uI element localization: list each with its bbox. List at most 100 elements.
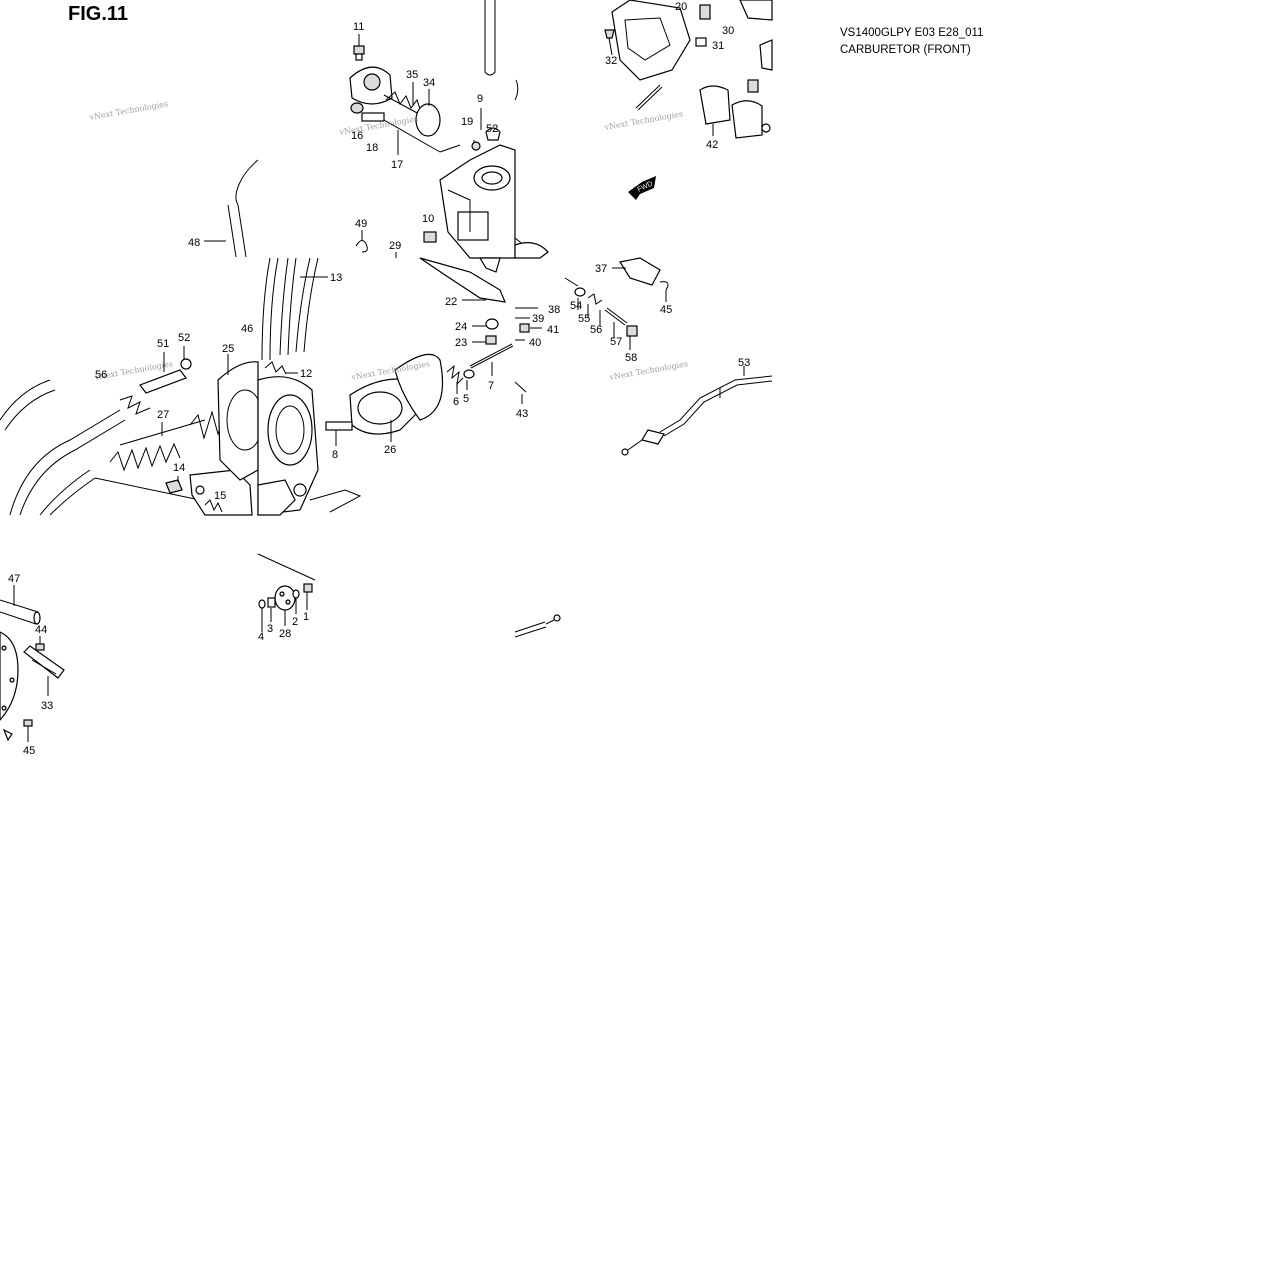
screw-45-bottom	[2, 719, 33, 742]
jet-16-18-17	[350, 102, 461, 155]
callout-labels: 11 20 30 31 32 35 34 9 19 52 16 18 17 42…	[8, 1, 750, 757]
watermark-text: vNext Technologies	[88, 99, 169, 122]
callout-34: 34	[423, 77, 435, 89]
screw-long	[635, 84, 663, 111]
needle-7	[469, 343, 514, 376]
fwd-arrow: FWD	[628, 176, 656, 200]
callout-7: 7	[488, 380, 494, 392]
spring-6-washer-5	[446, 364, 475, 394]
cap-set-28	[257, 553, 316, 632]
callout-32: 32	[605, 55, 617, 67]
callout-46: 46	[241, 323, 253, 335]
callout-27: 27	[157, 409, 169, 421]
callout-30: 30	[722, 25, 734, 37]
callout-17: 17	[391, 159, 403, 171]
callout-12: 12	[300, 368, 312, 380]
callout-57: 57	[610, 336, 622, 348]
figure-title: FIG.11	[68, 3, 129, 25]
callout-35: 35	[406, 69, 418, 81]
callout-13: 13	[330, 272, 342, 284]
cable-end-bottom	[514, 614, 561, 638]
callout-45: 45	[660, 304, 672, 316]
fuel-line-right-tile	[514, 79, 549, 259]
cover-spring-35-34	[349, 66, 441, 137]
callout-24: 24	[455, 321, 467, 333]
callout-42: 42	[706, 139, 718, 151]
callout-29: 29	[389, 240, 401, 252]
callout-10: 10	[422, 213, 434, 225]
screw-14	[165, 476, 183, 494]
callout-1: 1	[303, 611, 309, 623]
callout-40: 40	[529, 337, 541, 349]
callout-9: 9	[477, 93, 483, 105]
screw-32	[604, 29, 615, 56]
callout-22: 22	[445, 296, 457, 308]
float-42	[699, 79, 763, 139]
callout-14: 14	[173, 462, 185, 474]
callout-53: 53	[738, 357, 750, 369]
callout-41: 41	[547, 324, 559, 336]
callout-28: 28	[279, 628, 291, 640]
clip-49	[355, 230, 368, 253]
shaft-51-52	[119, 346, 192, 415]
callout-18: 18	[366, 142, 378, 154]
callout-39: 39	[532, 313, 544, 325]
hose-50-left	[0, 379, 126, 516]
callout-38: 38	[548, 304, 560, 316]
callout-23: 23	[455, 337, 467, 349]
callout-26: 26	[384, 444, 396, 456]
callout-43: 43	[516, 408, 528, 420]
rod-43	[514, 381, 527, 404]
callout-47: 47	[8, 573, 20, 585]
callout-31: 31	[712, 40, 724, 52]
cable-53	[621, 366, 773, 456]
callout-20: 20	[675, 1, 687, 13]
throttle-linkage-37-45	[612, 257, 669, 302]
bracket-22-24-23	[419, 257, 506, 345]
callout-50: 56	[95, 369, 107, 381]
figure-caption: CARBURETOR (FRONT)	[840, 44, 971, 56]
float-bowl-cover	[611, 0, 711, 81]
callout-55: 55	[578, 313, 590, 325]
callout-52: 52	[486, 123, 498, 135]
callout-16: 16	[351, 130, 363, 142]
watermark-text: vNext Technologies	[608, 359, 689, 382]
cover-left-bottom	[0, 631, 19, 721]
callout-19: 19	[461, 116, 473, 128]
screw-set-54-58	[564, 277, 638, 350]
callout-3: 3	[267, 623, 273, 635]
hose-47	[0, 585, 41, 625]
callout-54: 54	[570, 300, 582, 312]
screw-44	[35, 636, 45, 651]
figure-meta: VS1400GLPY E03 E28_011 CARBURETOR (FRONT…	[840, 25, 983, 59]
callout-49: 49	[355, 218, 367, 230]
callout-8: 8	[332, 449, 338, 461]
callout-37: 37	[595, 263, 607, 275]
callout-2: 2	[292, 616, 298, 628]
callout-11: 11	[353, 21, 364, 33]
callout-44: 44	[35, 624, 47, 636]
screw-11	[353, 34, 365, 61]
callout-5: 5	[463, 393, 469, 405]
plate-33	[23, 645, 65, 696]
callout-51: 51	[157, 338, 169, 350]
callout-56: 56	[590, 324, 602, 336]
callout-45b: 45	[23, 745, 35, 757]
plate-right-top	[739, 0, 773, 133]
hose-48	[204, 159, 259, 258]
model-code: VS1400GLPY E03 E28_011	[840, 27, 984, 39]
callout-4: 4	[258, 631, 264, 643]
fitting-12	[264, 361, 298, 375]
carb-body-lower	[257, 376, 362, 516]
callout-48: 48	[188, 237, 200, 249]
parts-38-39-41-40	[515, 307, 542, 341]
carburetor-body-top	[423, 108, 516, 259]
slide-26	[325, 353, 444, 446]
diaphragm-25	[217, 354, 264, 481]
watermark-text: vNext Technologies	[603, 109, 684, 132]
callout-15: 15	[214, 490, 226, 502]
vent-tube	[484, 0, 496, 76]
hoses-13	[261, 257, 328, 361]
callout-52b: 52	[178, 332, 190, 344]
